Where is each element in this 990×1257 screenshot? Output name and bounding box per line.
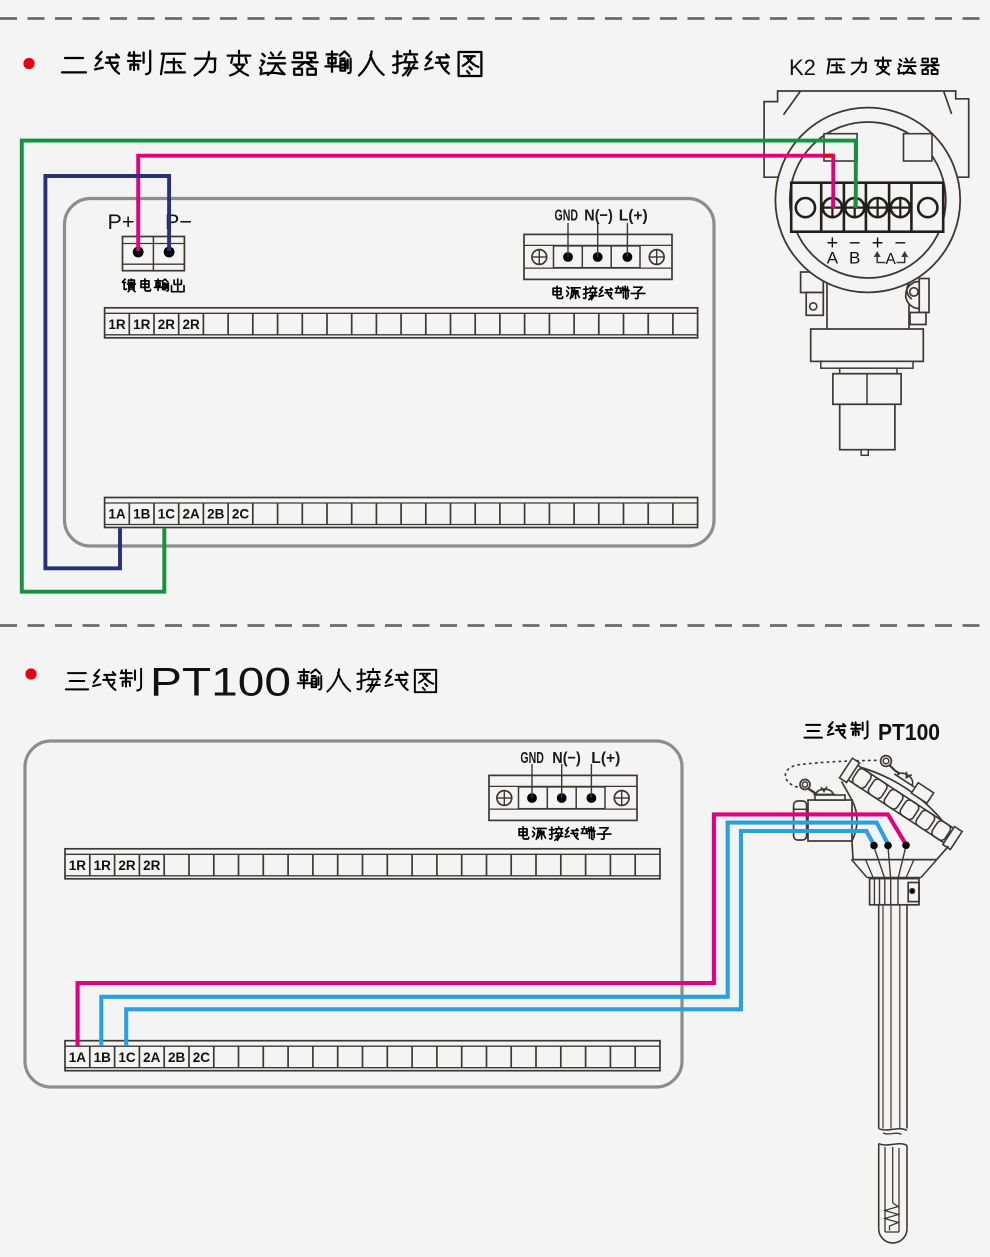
svg-text:GND: GND <box>555 208 579 225</box>
svg-text:2B: 2B <box>168 1050 186 1065</box>
svg-text:L(+): L(+) <box>619 208 648 225</box>
svg-text:PT100: PT100 <box>878 719 940 745</box>
svg-text:GND: GND <box>520 750 544 767</box>
svg-text:B: B <box>849 249 860 268</box>
svg-text:−: − <box>849 233 861 255</box>
svg-text:K2: K2 <box>789 55 816 80</box>
svg-text:2A: 2A <box>143 1050 161 1065</box>
svg-text:2R: 2R <box>118 858 136 873</box>
svg-text:1R: 1R <box>133 317 151 332</box>
svg-text:2R: 2R <box>143 858 161 873</box>
svg-text:1B: 1B <box>133 507 151 522</box>
svg-text:2C: 2C <box>193 1050 211 1065</box>
svg-text:N(−): N(−) <box>552 750 581 767</box>
svg-text:−: − <box>894 233 906 255</box>
svg-text:1A: 1A <box>108 507 126 522</box>
svg-text:L(+): L(+) <box>591 750 620 767</box>
svg-text:1B: 1B <box>94 1050 112 1065</box>
svg-text:1A: 1A <box>69 1050 87 1065</box>
svg-text:2B: 2B <box>207 507 225 522</box>
svg-text:2R: 2R <box>182 317 200 332</box>
svg-text:1R: 1R <box>108 317 126 332</box>
svg-text:2R: 2R <box>158 317 176 332</box>
svg-text:1C: 1C <box>118 1050 136 1065</box>
svg-text:N(−): N(−) <box>584 208 613 225</box>
svg-text:+: + <box>872 233 884 255</box>
svg-text:1R: 1R <box>94 858 112 873</box>
svg-text:+: + <box>827 233 839 255</box>
svg-text:1R: 1R <box>69 858 87 873</box>
svg-text:2A: 2A <box>182 507 200 522</box>
svg-text:PT100: PT100 <box>150 661 291 705</box>
svg-text:P+: P+ <box>108 210 135 234</box>
svg-text:1C: 1C <box>158 507 176 522</box>
svg-text:A: A <box>886 251 897 268</box>
svg-text:A: A <box>827 249 839 268</box>
svg-text:2C: 2C <box>232 507 250 522</box>
